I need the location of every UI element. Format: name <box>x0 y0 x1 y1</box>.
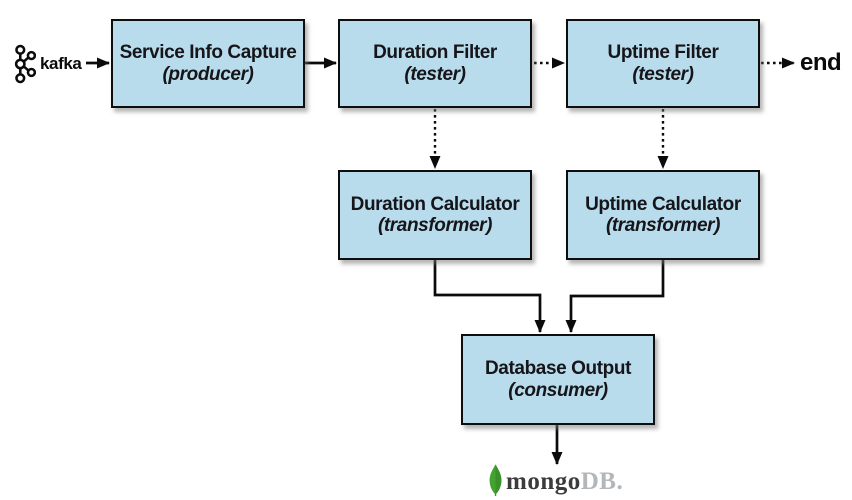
node-database-output: Database Output (consumer) <box>461 334 655 425</box>
node-title: Duration Calculator <box>350 193 520 215</box>
node-uptime-filter: Uptime Filter (tester) <box>566 19 760 108</box>
mongodb-wordmark: mongoDB. <box>506 469 623 496</box>
node-title: Duration Filter <box>373 42 497 64</box>
node-title: Database Output <box>484 358 632 380</box>
node-subtitle: (producer) <box>162 63 254 85</box>
node-subtitle: (tester) <box>632 63 694 85</box>
node-subtitle: (tester) <box>404 63 466 85</box>
kafka-label: kafka <box>40 54 82 73</box>
node-subtitle: (transformer) <box>605 215 721 236</box>
node-uptime-calculator: Uptime Calculator (transformer) <box>566 170 760 260</box>
edge-uptime-calculator-to-database-output <box>565 260 665 333</box>
mongodb-wordmark-mongo: mongo <box>506 468 581 495</box>
mongodb-leaf-icon <box>489 464 502 496</box>
node-subtitle: (consumer) <box>508 379 608 401</box>
node-title: Service Info Capture <box>119 42 297 64</box>
node-service-info-capture: Service Info Capture (producer) <box>111 19 305 108</box>
node-duration-filter: Duration Filter (tester) <box>338 19 532 108</box>
node-title: Uptime Filter <box>607 42 719 64</box>
node-subtitle: (transformer) <box>377 215 493 236</box>
kafka-logo-icon <box>14 44 36 84</box>
node-title: Uptime Calculator <box>585 193 741 215</box>
mongodb-wordmark-db: DB <box>580 468 617 495</box>
mongodb-wordmark-dot: . <box>616 468 624 495</box>
kafka-source: kafka <box>13 44 82 84</box>
mongodb-destination: mongoDB. <box>487 464 623 496</box>
end-label: end <box>800 49 842 76</box>
edge-duration-calculator-to-database-output <box>433 260 546 333</box>
node-duration-calculator: Duration Calculator (transformer) <box>338 170 532 260</box>
